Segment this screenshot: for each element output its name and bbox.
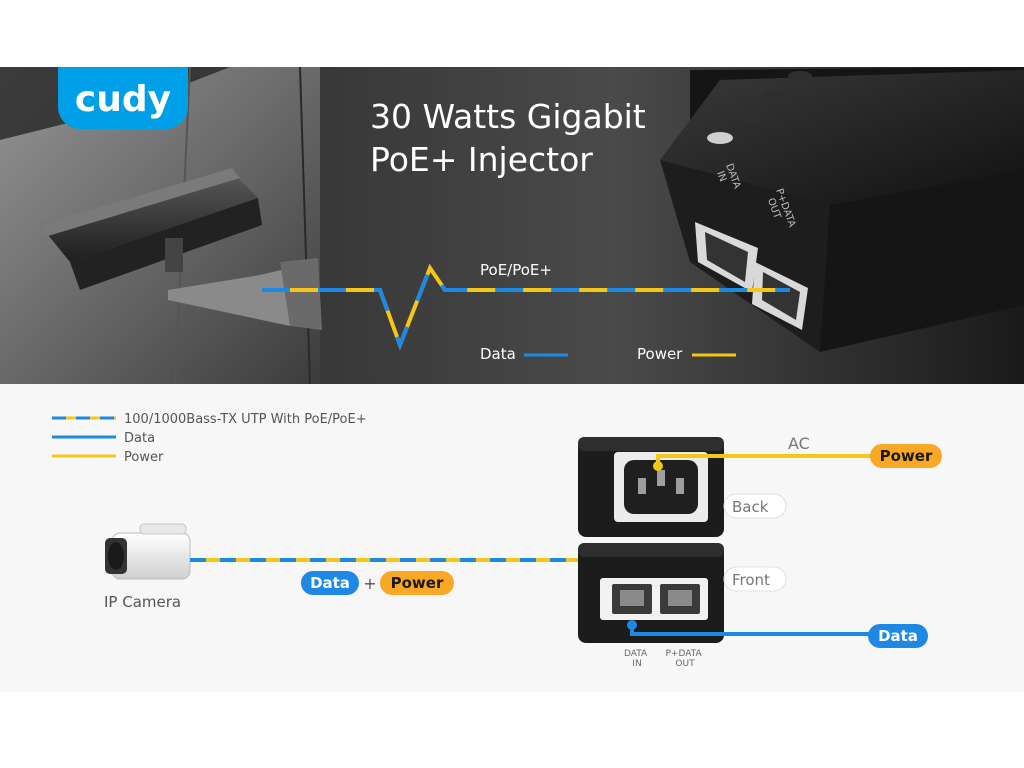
cudy-logo: cudy xyxy=(58,67,188,129)
ip-camera-label: IP Camera xyxy=(104,593,181,611)
port-pdata-out-label: P+DATA OUT xyxy=(665,649,704,669)
data-badge: Data xyxy=(868,624,928,648)
hero-cable-label: PoE/PoE+ xyxy=(480,261,552,279)
hero-poe-cable xyxy=(262,263,790,351)
hero-legend-power-label: Power xyxy=(637,345,683,363)
surveillance-camera-image xyxy=(40,168,322,330)
injector-front-view xyxy=(578,543,724,643)
hero-banner: cudy 30 Watts Gigabit PoE+ Injector DATA… xyxy=(0,66,1024,385)
port-data-in xyxy=(612,584,652,614)
svg-text:Power: Power xyxy=(391,574,444,592)
power-badge: Power xyxy=(870,444,942,468)
back-label-pill: Back xyxy=(723,493,787,519)
legend-label-utp: 100/1000Bass-TX UTP With PoE/PoE+ xyxy=(124,412,367,427)
legend-label-data: Data xyxy=(124,431,155,446)
hero-title-line1: 30 Watts Gigabit xyxy=(370,97,646,136)
svg-text:Power: Power xyxy=(880,447,933,465)
svg-text:Front: Front xyxy=(732,571,770,589)
ac-label: AC xyxy=(788,434,810,453)
data-out-line xyxy=(627,620,872,636)
legend-label-power: Power xyxy=(124,450,164,465)
svg-text:Data: Data xyxy=(310,574,350,592)
connection-diagram: 100/1000Bass-TX UTP With PoE/PoE+ Data P… xyxy=(0,384,1024,692)
injector-device-image: DATA IN P+DATA OUT xyxy=(660,67,1024,352)
ac-power-line xyxy=(653,454,876,471)
link-badge-power: Power xyxy=(380,571,454,595)
diagram-legend: 100/1000Bass-TX UTP With PoE/PoE+ Data P… xyxy=(52,412,367,465)
hero-title-line2: PoE+ Injector xyxy=(370,140,593,179)
svg-text:Data: Data xyxy=(878,627,918,645)
link-badge-plus: + xyxy=(363,574,376,593)
port-pdata-out xyxy=(660,584,700,614)
port-data-in-label: DATA IN xyxy=(624,649,650,669)
link-badge-data: Data xyxy=(301,571,359,595)
injector-back-view xyxy=(578,437,724,537)
cudy-logo-text: cudy xyxy=(75,79,171,120)
hero-legend-data-label: Data xyxy=(480,345,516,363)
front-label-pill: Front xyxy=(723,566,787,592)
svg-text:Back: Back xyxy=(732,498,769,516)
ip-camera-image xyxy=(105,523,191,580)
